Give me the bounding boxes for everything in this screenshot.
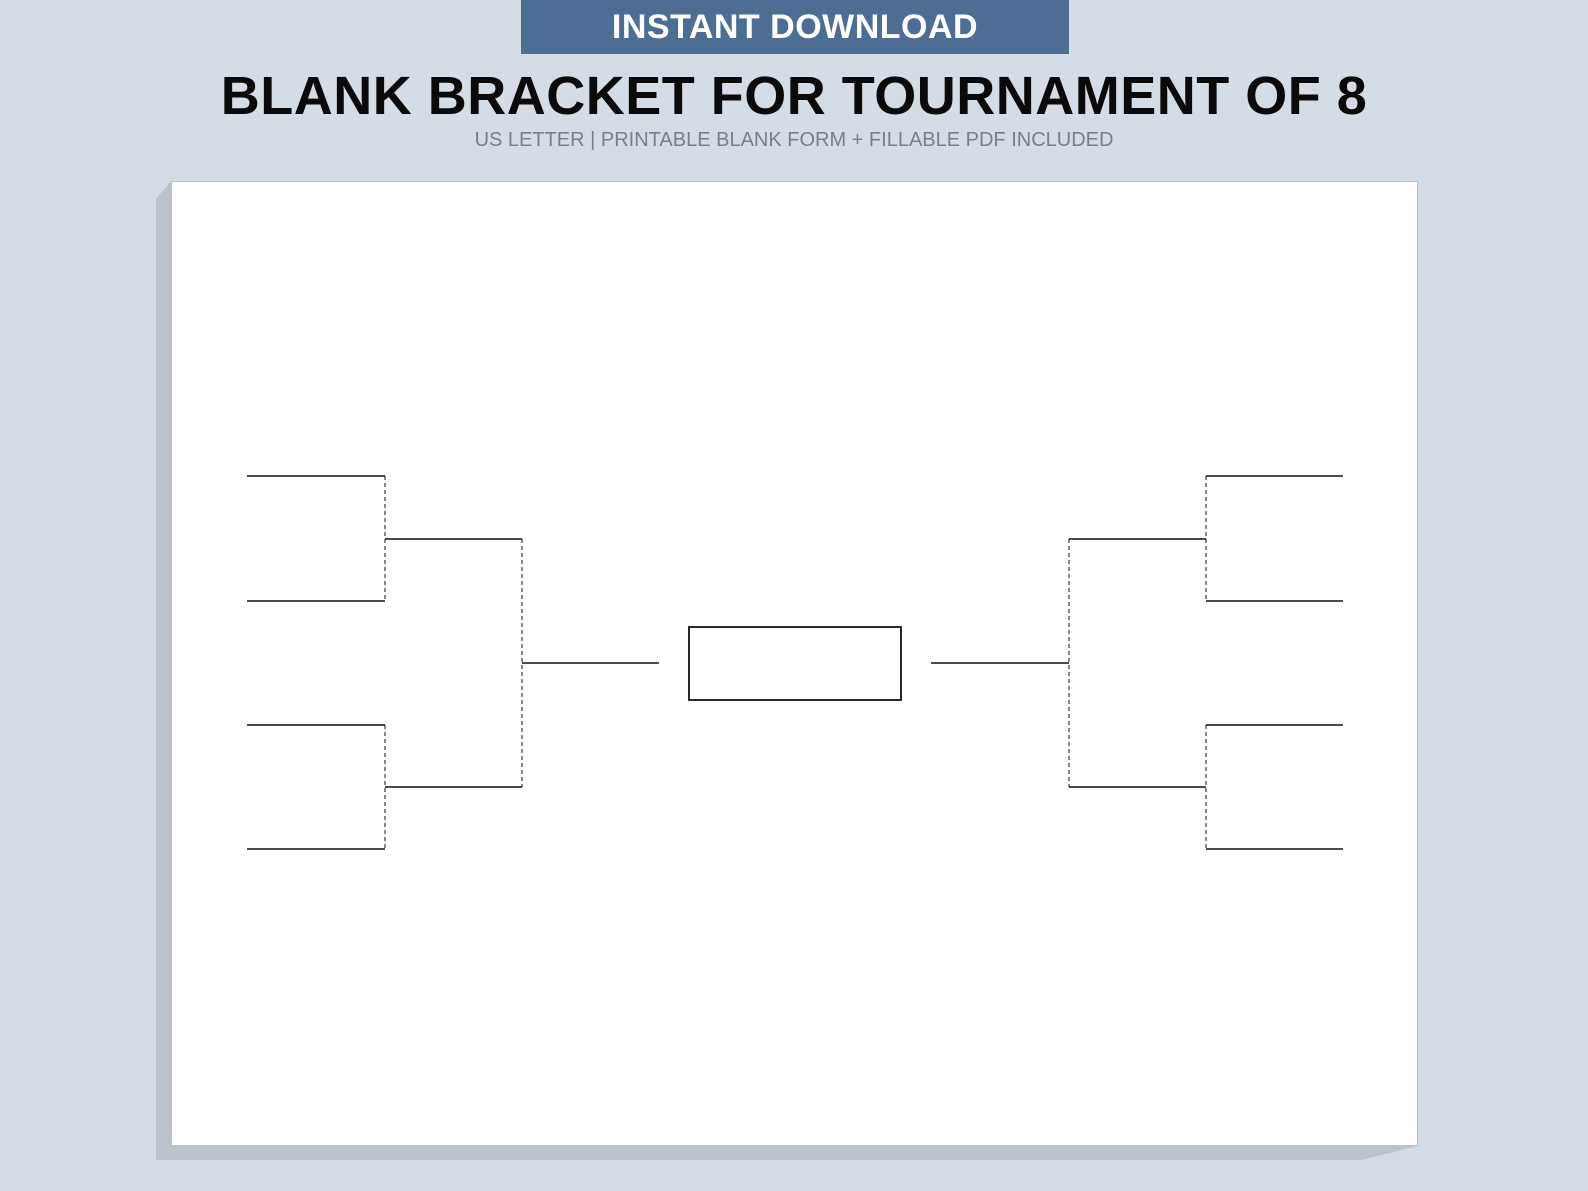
page-subtitle: US LETTER | PRINTABLE BLANK FORM + FILLA… (474, 129, 1114, 151)
page-title: BLANK BRACKET FOR TOURNAMENT OF 8 (220, 66, 1368, 126)
bracket-sheet (171, 181, 1418, 1146)
right-bracket (931, 475, 1343, 850)
champion-box (688, 626, 902, 701)
left-bracket (247, 475, 659, 850)
instant-download-banner: INSTANT DOWNLOAD (521, 0, 1069, 54)
